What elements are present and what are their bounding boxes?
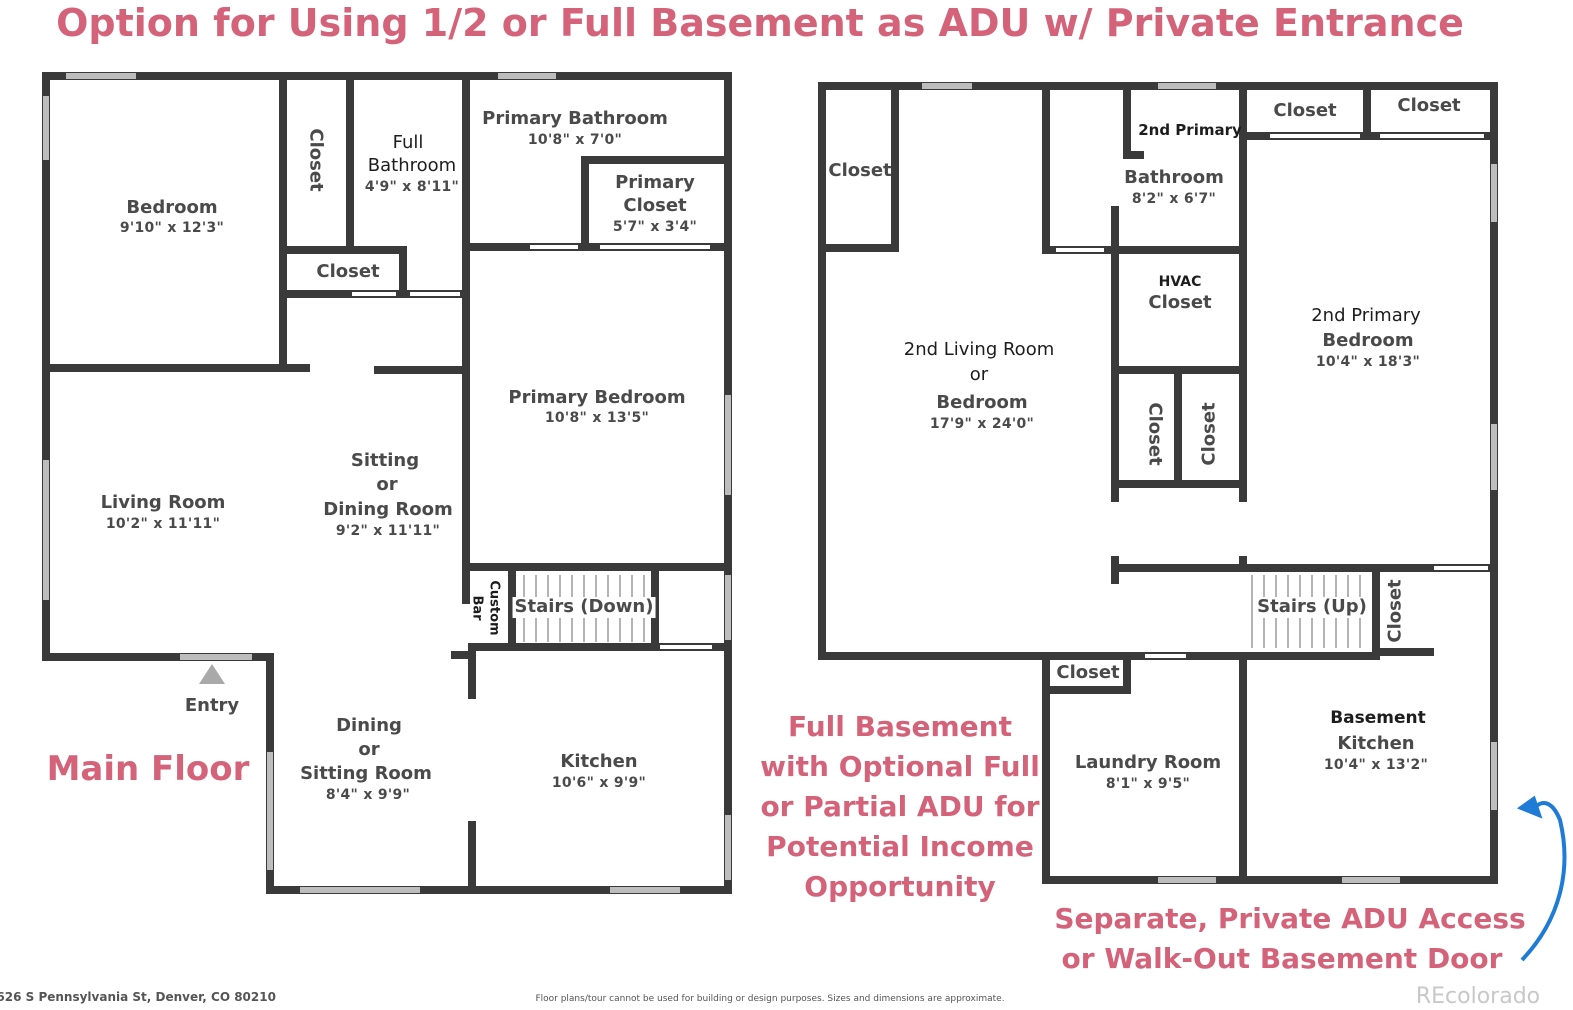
room-2nd-primary-bath-dims: 8'2" x 6'7" [1131, 191, 1217, 207]
entry-arrow-icon [199, 664, 225, 684]
room-basement-closet-top2: Closet [1397, 95, 1461, 116]
room-sitting-line1: Sitting [350, 450, 420, 471]
room-full-bath-dims: 4'9" x 8'11" [364, 179, 460, 195]
access-callout-line1: Separate, Private ADU Access [1054, 902, 1526, 935]
adu-callout-line2: with Optional Full [760, 750, 1040, 783]
room-custom-bar-line2: Bar [469, 595, 485, 621]
adu-callout-line1: Full Basement [788, 710, 1012, 743]
room-hvac-line1: HVAC [1158, 274, 1202, 290]
room-full-bath-line1: Full [392, 132, 424, 153]
room-2nd-primary-bath-line1: 2nd Primary [1138, 121, 1242, 139]
page-title: Option for Using 1/2 or Full Basement as… [56, 1, 1464, 45]
room-bedroom: Bedroom [126, 197, 218, 218]
room-closet-vertical: Closet [305, 128, 327, 192]
footer-address: 2626 S Pennsylvania St, Denver, CO 80210 [0, 990, 276, 1004]
room-basement-kitchen-line2: Kitchen [1337, 733, 1415, 754]
room-hvac-line2: Closet [1148, 292, 1212, 313]
room-2nd-living-line2: or [969, 364, 989, 385]
room-sitting-line2: or [376, 474, 398, 495]
room-2nd-primary-bed-line1: 2nd Primary [1311, 305, 1421, 326]
room-2nd-primary-bed-dims: 10'4" x 18'3" [1315, 354, 1421, 370]
room-kitchen-dims: 10'6" x 9'9" [551, 775, 647, 791]
adu-callout-line5: Opportunity [804, 870, 996, 903]
room-living-room-dims: 10'2" x 11'11" [105, 516, 221, 532]
room-primary-closet-dims: 5'7" x 3'4" [612, 219, 698, 235]
room-laundry-closet: Closet [1056, 662, 1120, 683]
access-callout-line2: or Walk-Out Basement Door [1061, 942, 1503, 975]
room-primary-bath-dims: 10'8" x 7'0" [527, 132, 623, 148]
room-2nd-primary-bath-line2: Bathroom [1124, 167, 1224, 188]
room-basement-closet-v1: Closet [1144, 402, 1166, 466]
room-basement-closet-top1: Closet [1273, 100, 1337, 121]
room-dining-line2: or [358, 739, 380, 760]
room-primary-closet-line2: Closet [623, 195, 687, 216]
room-dining-line1: Dining [336, 715, 402, 736]
access-arrow-icon [1516, 795, 1567, 962]
room-dining-dims: 8'4" x 9'9" [325, 787, 411, 803]
room-stairs-down: Stairs (Down) [512, 596, 656, 618]
main-floor-label: Main Floor [46, 749, 250, 789]
adu-callout-line4: Potential Income [766, 830, 1034, 863]
room-basement-kitchen-dims: 10'4" x 13'2" [1323, 757, 1429, 773]
room-living-room: Living Room [100, 492, 226, 513]
room-laundry-dims: 8'1" x 9'5" [1105, 776, 1191, 792]
room-basement-closet-v2: Closet [1198, 402, 1220, 466]
room-primary-closet-line1: Primary [615, 172, 695, 193]
room-bedroom-dims: 9'10" x 12'3" [119, 220, 225, 236]
entry-label: Entry [184, 695, 240, 716]
room-primary-bedroom-dims: 10'8" x 13'5" [544, 410, 650, 426]
room-2nd-living-line1: 2nd Living Room [903, 339, 1055, 360]
adu-callout-line3: or Partial ADU for [760, 790, 1040, 823]
room-basement-closet-v3: Closet [1384, 579, 1406, 643]
room-custom-bar-line1: Custom [486, 580, 502, 636]
room-kitchen: Kitchen [560, 751, 638, 772]
room-sitting-line3: Dining Room [323, 499, 453, 520]
room-stairs-up: Stairs (Up) [1255, 596, 1369, 618]
room-primary-bedroom: Primary Bedroom [508, 387, 686, 408]
room-2nd-primary-bed-line2: Bedroom [1322, 330, 1414, 351]
room-dining-line3: Sitting Room [300, 763, 432, 784]
room-primary-bath: Primary Bathroom [482, 108, 668, 129]
watermark: REcolorado [1415, 984, 1541, 1009]
footer-disclaimer: Floor plans/tour cannot be used for buil… [535, 994, 1005, 1004]
room-2nd-living-dims: 17'9" x 24'0" [929, 416, 1035, 432]
room-sitting-dims: 9'2" x 11'11" [335, 523, 441, 539]
room-basement-kitchen-line1: Basement [1330, 708, 1426, 728]
room-laundry: Laundry Room [1074, 752, 1222, 773]
room-2nd-living-line3: Bedroom [936, 392, 1028, 413]
room-basement-closet-left: Closet [828, 160, 892, 181]
room-full-bath-line2: Bathroom [367, 155, 457, 176]
room-closet-small: Closet [316, 261, 380, 282]
